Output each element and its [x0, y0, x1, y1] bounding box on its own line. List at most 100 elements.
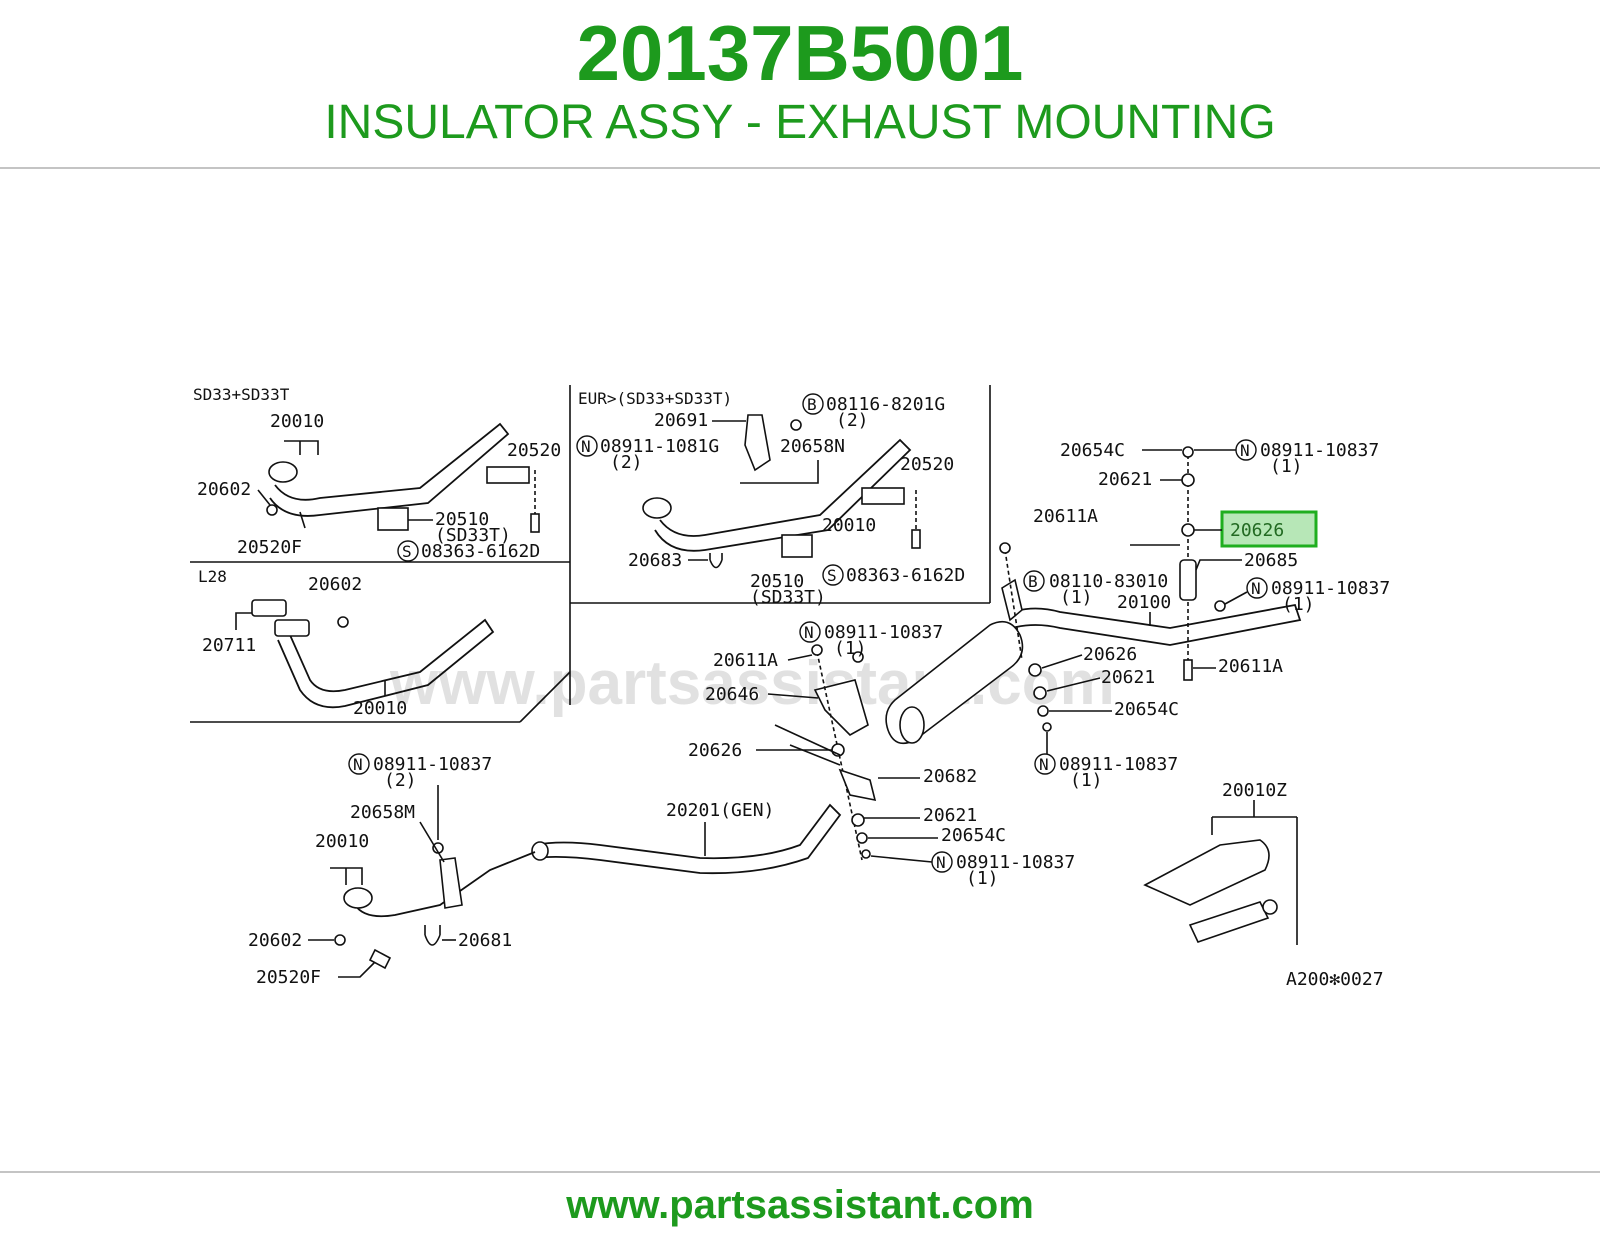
label-20611a-2: 20611A	[713, 650, 778, 671]
part-number-title: 20137B5001	[576, 9, 1024, 97]
nut-center-bottom	[861, 849, 871, 859]
front-pipe-end	[531, 841, 549, 861]
label-20646: 20646	[705, 684, 759, 705]
nut-l28	[337, 616, 349, 628]
nut-symbol-5-letter: N	[936, 853, 946, 872]
muffler-assy-20010z	[1143, 839, 1270, 906]
nut-symbol-1-letter: N	[1240, 441, 1250, 460]
label-20711: 20711	[202, 635, 256, 656]
manifold-flange-main	[343, 887, 373, 909]
clip-20520f-main	[368, 948, 392, 970]
nut-symbol-eur	[576, 435, 598, 457]
nut-20654c-center	[856, 832, 868, 844]
label-08911-10837-5: 08911-10837	[956, 852, 1075, 873]
nut-20602-main	[334, 934, 346, 946]
highlighted-part-20626[interactable]: 20626	[1230, 520, 1284, 541]
label-20510: 20510	[435, 509, 489, 530]
label-20626-2: 20626	[1083, 644, 1137, 665]
bracket-20520-eur	[861, 487, 905, 505]
assembly-20010z: 20010Z	[1143, 780, 1298, 945]
label-20691: 20691	[654, 410, 708, 431]
label-20682: 20682	[923, 766, 977, 787]
gasket-20711	[251, 599, 287, 617]
label-20010-eur: 20010	[822, 515, 876, 536]
label-20520f-main: 20520F	[256, 967, 321, 988]
label-sd33t: (SD33T)	[435, 525, 511, 546]
screw-eur	[911, 529, 921, 549]
label-20654c-3: 20654C	[941, 825, 1006, 846]
washer-20621-top	[1181, 473, 1195, 487]
label-qty-1: (1)	[1270, 456, 1303, 477]
bracket-20658m	[439, 857, 463, 909]
label-08911-10837-4: 08911-10837	[824, 622, 943, 643]
label-20685: 20685	[1244, 550, 1298, 571]
label-20621-2: 20621	[1101, 667, 1155, 688]
bolt-20611a-right	[1183, 659, 1193, 681]
panel-sd33: SD33+SD33T 20010 20602 20520F 20520 2051…	[193, 385, 561, 562]
bolt-symbol-2	[1023, 570, 1045, 592]
nut-symbol-2-letter: N	[1251, 579, 1261, 598]
footer-divider	[0, 1171, 1600, 1173]
label-08363-6162d-eur: 08363-6162D	[846, 565, 965, 586]
nut-sd33	[266, 504, 278, 516]
label-20626-3: 20626	[688, 740, 742, 761]
label-20654c-1: 20654C	[1060, 440, 1125, 461]
label-qty-08110: (1)	[1060, 587, 1093, 608]
bolt-symbol-letter: B	[807, 395, 817, 414]
label-20602-l28: 20602	[308, 574, 362, 595]
label-20201-gen: 20201(GEN)	[666, 800, 774, 821]
label-20658m: 20658M	[350, 802, 415, 823]
bracket-20510-sd33	[377, 507, 409, 531]
nut-center-top	[852, 651, 864, 663]
muffler-outlet	[899, 706, 925, 744]
bracket-20691	[744, 414, 771, 472]
tail-pipe-20100	[1011, 603, 1302, 646]
manifold-flange-eur	[642, 497, 672, 519]
nut-20654c-top	[1182, 446, 1194, 458]
nut-20654c-mid	[1037, 705, 1049, 717]
header-divider	[0, 167, 1600, 169]
inset-panel-borders	[190, 385, 991, 723]
highlight-box-20626[interactable]	[1220, 510, 1318, 548]
label-20520-eur: 20520	[900, 454, 954, 475]
screw-symbol-eur	[822, 564, 844, 586]
label-08363-6162d: 08363-6162D	[421, 541, 540, 562]
label-qty-6: (2)	[384, 770, 417, 791]
bracket-20646	[813, 679, 869, 736]
label-qty-2: (1)	[1282, 594, 1315, 615]
label-sd33t-eur: (SD33T)	[750, 587, 826, 608]
exhaust-pipe-eur	[654, 438, 912, 552]
panel-l28: L28 20602 20711 20010	[198, 567, 495, 719]
diagram-canvas	[178, 340, 1418, 1010]
bolt-20611a-top	[999, 542, 1011, 554]
label-20010z: 20010Z	[1222, 780, 1287, 801]
insulator-20626-mid	[1028, 663, 1042, 677]
panel-title-sd33: SD33+SD33T	[193, 385, 290, 404]
nut-right	[1214, 600, 1226, 612]
label-08911-1081g: 08911-1081G	[600, 436, 719, 457]
nut-symbol-2	[1246, 577, 1268, 599]
flange-l28	[274, 619, 310, 637]
main-assembly-center: N 08911-10837 (1) 20611A 20646 20626 206…	[688, 621, 1075, 889]
clamp-20683	[709, 553, 723, 569]
label-20520: 20520	[507, 440, 561, 461]
label-08911-10837-2: 08911-10837	[1271, 578, 1390, 599]
front-pipe-20201	[534, 803, 842, 875]
washer-20621-center	[851, 813, 865, 827]
main-assembly-front: 20201(GEN) N 08911-10837 (2) 20658M 2001…	[248, 753, 842, 988]
nut-symbol-eur-letter: N	[581, 437, 591, 456]
label-20010-l28: 20010	[353, 698, 407, 719]
exhaust-pipe-sd33	[269, 422, 510, 517]
footer-website-link[interactable]: www.partsassistant.com	[566, 1183, 1034, 1227]
label-qty-08911-1081g: (2)	[610, 452, 643, 473]
leader-20010-sd33	[284, 440, 319, 455]
bolt-symbol-2-letter: B	[1028, 572, 1038, 591]
label-08911-10837-1: 08911-10837	[1260, 440, 1379, 461]
main-assembly-right: 20654C N 08911-10837 (1) 20621 20611A 20…	[885, 439, 1390, 791]
panel-eur: EUR>(SD33+SD33T) B 08116-8201G (2) 20691…	[576, 389, 965, 608]
label-08116-8201g: 08116-8201G	[826, 394, 945, 415]
label-20658n: 20658N	[780, 436, 845, 457]
label-08911-10837-3: 08911-10837	[1059, 754, 1178, 775]
label-20611a-3: 20611A	[1218, 656, 1283, 677]
